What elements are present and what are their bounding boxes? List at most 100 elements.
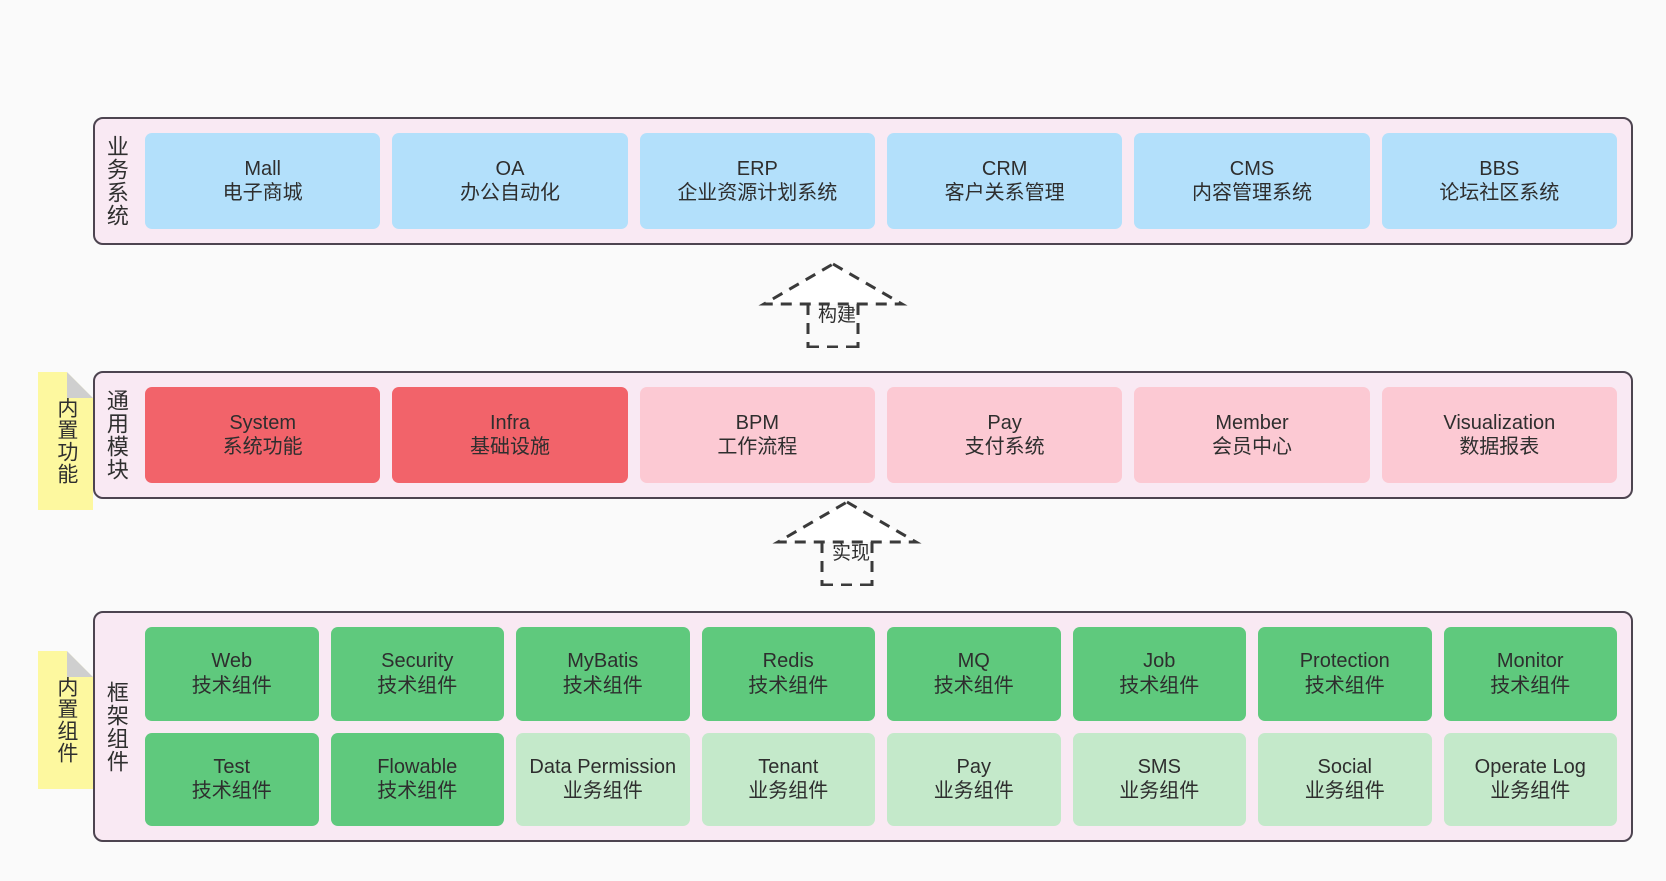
module-name-en: CMS <box>1229 157 1275 180</box>
module-name-cn: 客户关系管理 <box>944 182 1065 204</box>
note-builtin-function-label: 内置功能 <box>54 397 78 485</box>
module-name-en: Test <box>213 755 251 778</box>
module-name-cn: 业务组件 <box>1304 780 1385 803</box>
module-name-en: ERP <box>736 157 778 180</box>
module-name-en: Mall <box>244 157 281 180</box>
connector-build: 构建 <box>758 258 908 348</box>
module-name-en: BPM <box>735 411 779 434</box>
module-name-en: Visualization <box>1443 411 1556 434</box>
module-name-en: OA <box>495 157 525 180</box>
module-name-en: MyBatis <box>567 650 639 673</box>
module-name-cn: 企业资源计划系统 <box>677 182 838 204</box>
module-name-cn: 业务组件 <box>933 780 1014 803</box>
module-name-cn: 办公自动化 <box>459 182 560 204</box>
module-name-cn: 技术组件 <box>933 674 1014 697</box>
connector-build-label: 构建 <box>818 305 857 326</box>
module-name-en: BBS <box>1479 157 1520 180</box>
module-name-cn: 内容管理系统 <box>1191 182 1312 204</box>
connector-implement-label: 实现 <box>832 543 871 564</box>
connector-implement: 实现 <box>772 496 922 586</box>
module-name-cn: 基础设施 <box>469 436 550 458</box>
module-name-en: Pay <box>956 755 991 778</box>
module-name-en: Redis <box>762 650 814 673</box>
note-fold-corner-icon <box>67 372 93 398</box>
module-name-cn: 业务组件 <box>1490 780 1571 803</box>
module-name-cn: 会员中心 <box>1211 436 1292 458</box>
note-fold-corner-icon <box>67 651 93 677</box>
module-name-cn: 技术组件 <box>191 674 272 697</box>
module-name-cn: 技术组件 <box>191 780 272 803</box>
module-name-en: Tenant <box>758 755 819 778</box>
module-name-cn: 系统功能 <box>222 436 303 458</box>
note-builtin-function[interactable]: 内置功能 <box>38 372 93 510</box>
module-name-cn: 支付系统 <box>964 436 1045 458</box>
module-name-en: CRM <box>981 157 1028 180</box>
module-name-en: Social <box>1317 755 1372 778</box>
module-name-cn: 技术组件 <box>377 780 458 803</box>
module-name-en: Job <box>1143 650 1176 673</box>
connector-build-arrow <box>758 262 908 348</box>
module-name-en: Pay <box>987 411 1022 434</box>
module-name-en: Protection <box>1299 650 1390 673</box>
note-builtin-component[interactable]: 内置组件 <box>38 651 93 789</box>
layer-business-systems-title: 业务系统 <box>103 135 129 227</box>
connector-implement-arrow <box>772 500 922 586</box>
module-name-cn: 技术组件 <box>377 674 458 697</box>
module-name-cn: 业务组件 <box>748 780 829 803</box>
module-name-en: Monitor <box>1496 650 1564 673</box>
module-name-en: SMS <box>1137 755 1181 778</box>
module-name-en: Flowable <box>377 755 458 778</box>
module-name-cn: 技术组件 <box>562 674 643 697</box>
note-builtin-component-label: 内置组件 <box>54 676 78 764</box>
module-name-cn: 数据报表 <box>1459 436 1540 458</box>
layer-framework-components-title: 框架组件 <box>103 680 129 773</box>
module-name-en: Data Permission <box>529 755 677 778</box>
module-name-cn: 技术组件 <box>748 674 829 697</box>
module-name-en: Operate Log <box>1474 755 1586 778</box>
module-name-cn: 论坛社区系统 <box>1439 182 1560 204</box>
module-name-cn: 技术组件 <box>1304 674 1385 697</box>
module-name-cn: 电子商城 <box>222 182 303 204</box>
module-name-cn: 工作流程 <box>717 436 798 458</box>
module-name-en: System <box>229 411 296 434</box>
layer-common-modules-title: 通用模块 <box>103 389 129 481</box>
module-name-cn: 技术组件 <box>1490 674 1571 697</box>
module-name-en: Web <box>211 650 253 673</box>
module-name-en: Infra <box>489 411 530 434</box>
